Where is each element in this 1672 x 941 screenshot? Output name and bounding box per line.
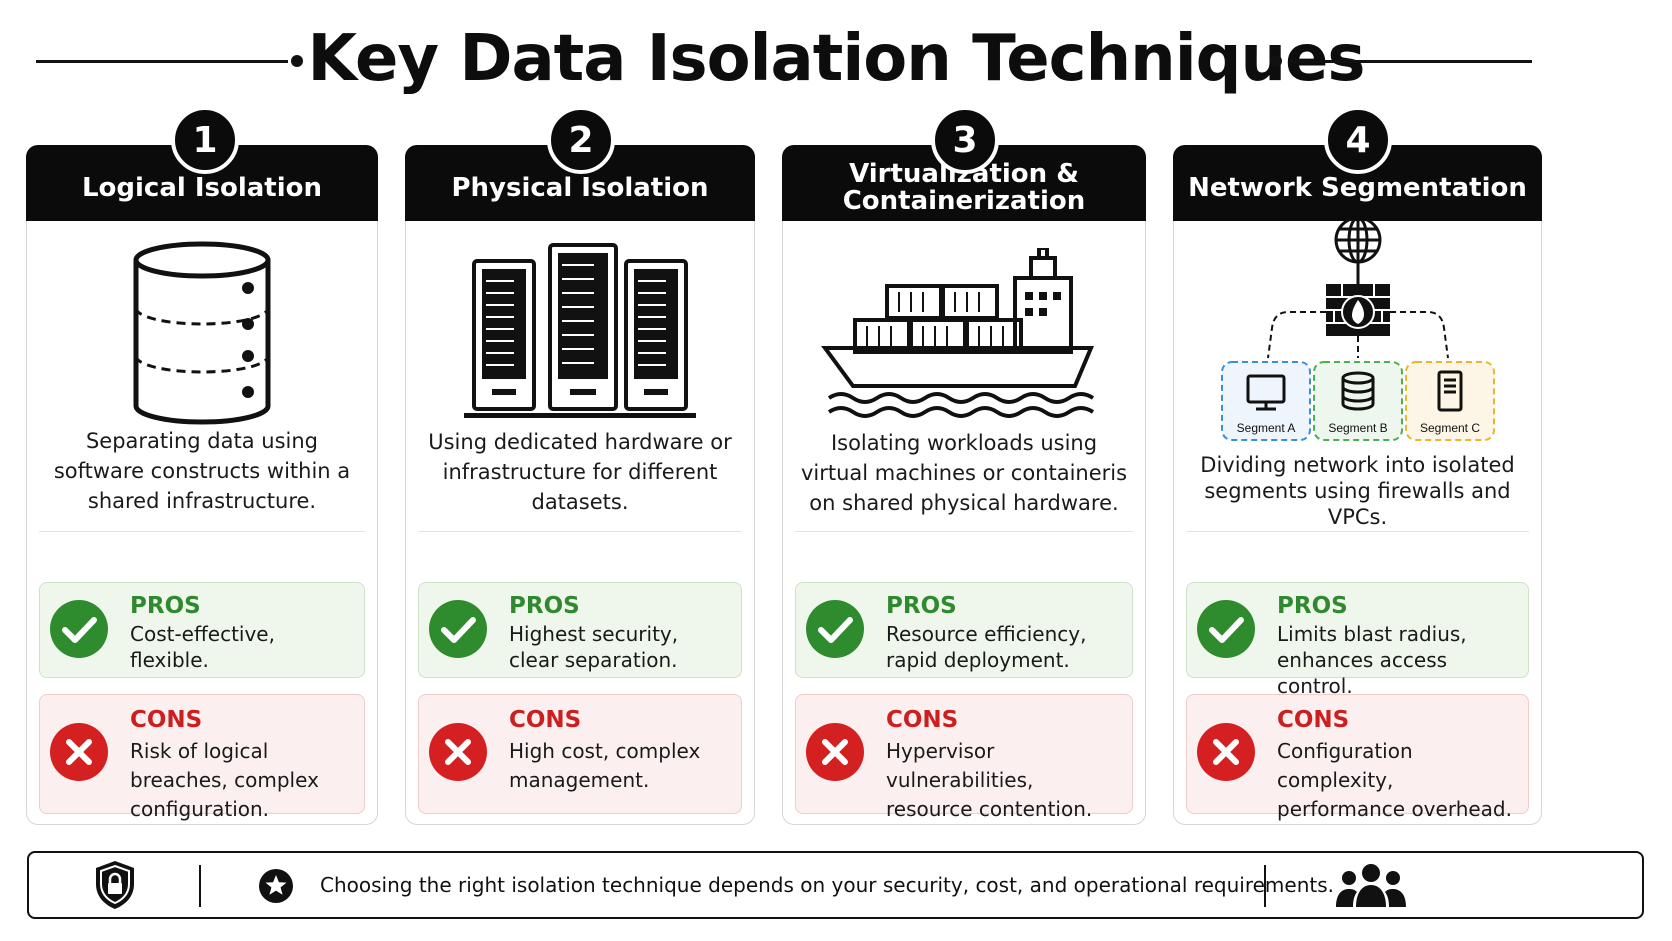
people-icon	[1336, 864, 1406, 907]
pros-box: PROS Limits blast radius, enhances acces…	[1186, 582, 1529, 698]
pros-box: PROS Resource efficiency, rapid deployme…	[795, 582, 1133, 678]
segment-a-label: Segment A	[1236, 421, 1295, 435]
cons-text: High cost, complex management.	[509, 739, 701, 792]
card-divider	[1186, 531, 1529, 532]
cons-label: CONS	[886, 707, 959, 733]
pros-text: Cost-effective, flexible.	[130, 622, 275, 672]
card-heading: Physical Isolation	[405, 145, 755, 221]
check-icon	[806, 600, 864, 658]
cross-icon	[50, 723, 108, 781]
star-icon	[259, 869, 293, 903]
cons-text: Hypervisor vulnerabilities, resource con…	[886, 739, 1093, 821]
step-number-badge: 2	[547, 106, 615, 174]
segment-c-box	[1404, 361, 1495, 441]
server-racks-icon	[464, 242, 696, 418]
cons-box: CONS Hypervisor vulnerabilities, resourc…	[795, 694, 1133, 821]
cons-box: CONS High cost, complex management.	[418, 694, 742, 814]
pros-label: PROS	[1277, 593, 1348, 619]
card-divider	[39, 531, 365, 532]
cons-label: CONS	[509, 707, 582, 733]
pros-text: Highest security, clear separation.	[509, 622, 679, 672]
technique-card-physical: Physical Isolation 2	[405, 106, 755, 825]
card-heading: Network Segmentation	[1173, 145, 1542, 221]
segment-b-label: Segment B	[1328, 421, 1387, 435]
footer-banner: Choosing the right isolation technique d…	[27, 851, 1644, 919]
card-divider	[795, 531, 1133, 532]
pros-label: PROS	[130, 593, 201, 619]
cons-text: Risk of logical breaches, complex config…	[130, 739, 319, 821]
check-icon	[50, 600, 108, 658]
card-description: Using dedicated hardware or infrastructu…	[428, 430, 732, 514]
card-description: Isolating workloads using virtual machin…	[800, 431, 1128, 515]
pros-text: Limits blast radius, enhances access con…	[1277, 622, 1467, 698]
pros-text: Resource efficiency, rapid deployment.	[886, 622, 1087, 672]
step-number-badge: 3	[931, 106, 999, 174]
cross-icon	[806, 723, 864, 781]
card-divider	[418, 531, 742, 532]
pros-label: PROS	[509, 593, 580, 619]
pros-box: PROS Highest security, clear separation.	[418, 582, 742, 678]
pros-label: PROS	[886, 593, 957, 619]
database-icon	[133, 241, 271, 425]
technique-card-logical: Logical Isolation 1 Separating data usin…	[26, 106, 378, 825]
title-dot-left	[291, 55, 303, 67]
page-title: Key Data Isolation Techniques	[307, 22, 1365, 96]
footer-separator	[199, 865, 201, 907]
segment-c-label: Segment C	[1419, 421, 1479, 435]
check-icon	[1197, 600, 1255, 658]
cons-label: CONS	[130, 707, 203, 733]
pros-box: PROS Cost-effective, flexible.	[39, 582, 365, 678]
shield-lock-icon	[96, 861, 134, 909]
cons-box: CONS Risk of logical breaches, complex c…	[39, 694, 365, 821]
cross-icon	[429, 723, 487, 781]
step-number-badge: 4	[1324, 106, 1392, 174]
footer-text: Choosing the right isolation technique d…	[320, 873, 1335, 897]
cons-label: CONS	[1277, 707, 1350, 733]
card-description: Dividing network into isolated segments …	[1200, 453, 1515, 529]
title-rule-right	[1290, 60, 1532, 63]
step-number-badge: 1	[171, 106, 239, 174]
technique-card-virtualization: Virtualization & Containerization 3	[782, 106, 1146, 825]
cons-box: CONS Configuration complexity, performan…	[1186, 694, 1529, 821]
check-icon	[429, 600, 487, 658]
technique-card-network: Network Segmentation 4	[1173, 106, 1542, 825]
network-segmentation-icon: Segment A Segment B Segment C	[1220, 220, 1495, 441]
cross-icon	[1197, 723, 1255, 781]
title-rule-left	[36, 60, 288, 63]
title-dot-right	[1270, 55, 1282, 67]
footer-separator	[1264, 865, 1266, 907]
container-ship-icon	[821, 248, 1095, 418]
firewall-icon	[1325, 284, 1390, 336]
card-description: Separating data using software construct…	[53, 429, 351, 513]
cons-text: Configuration complexity, performance ov…	[1277, 739, 1512, 821]
